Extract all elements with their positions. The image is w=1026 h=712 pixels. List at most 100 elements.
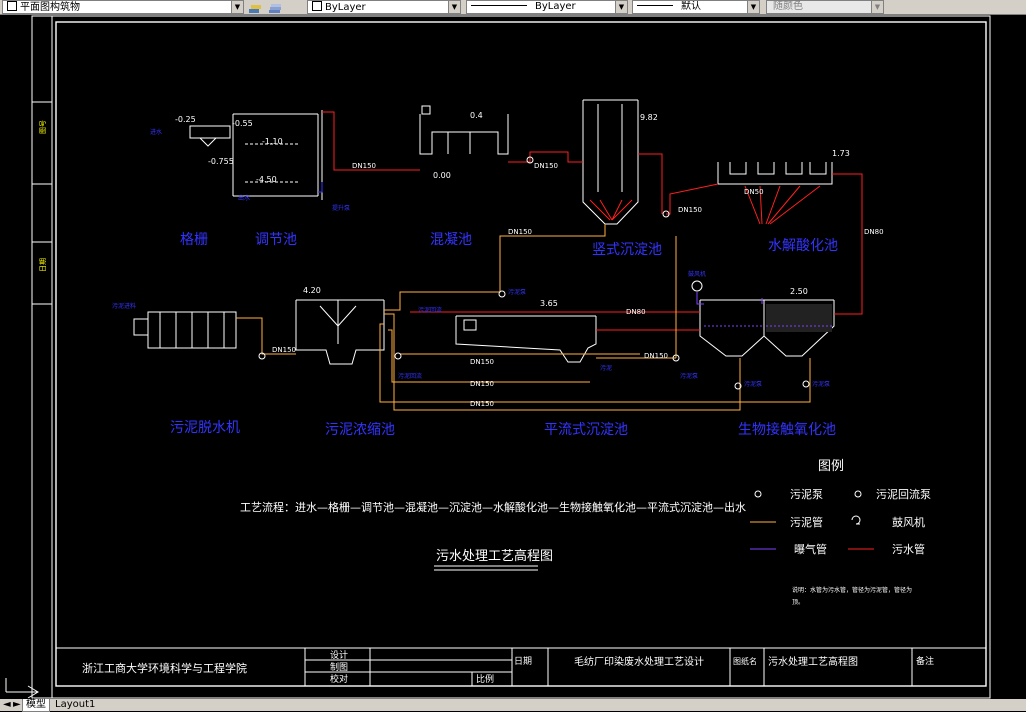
- school-name: 浙江工商大学环境科学与工程学院: [82, 661, 247, 675]
- layer-previous-icon[interactable]: [268, 0, 282, 13]
- blower-icon: [851, 515, 861, 525]
- blower-icon: [691, 280, 703, 292]
- legend-note: 顶。: [792, 599, 804, 606]
- legend-aeration-pipe: 曝气管: [794, 542, 827, 556]
- drawing-title: 污水处理工艺高程图: [436, 548, 553, 564]
- unit-label-coagulation: 混凝池: [430, 232, 472, 248]
- pump-icon: [394, 352, 402, 360]
- level-label: -0.25: [175, 115, 196, 124]
- vertical-settler-unit: 9.82: [582, 99, 658, 225]
- dewatering-unit: 污泥进料: [112, 302, 237, 349]
- dewater-label: 污泥进料: [112, 302, 136, 310]
- unit-label-screen: 格栅: [180, 232, 208, 248]
- level-label: -0.55: [232, 119, 253, 128]
- legend-note: 说明：水管为污水管，管径为污泥管，管径为: [792, 586, 912, 594]
- outlet-label: 出水: [238, 194, 250, 202]
- sludge-label: 污泥: [600, 364, 612, 372]
- level-label: 3.65: [540, 299, 558, 308]
- aeration-pipes: [696, 292, 763, 305]
- color-control[interactable]: ByLayer ▼: [307, 0, 461, 14]
- pump-icon: [662, 210, 670, 218]
- drawing-canvas[interactable]: 图号 日期 -0.25 -0.55 -1.10 -0.755 -4.50 进水 …: [0, 14, 1026, 699]
- hydrolysis-unit: 1.73: [717, 149, 850, 225]
- return-label: 污泥回流: [398, 372, 422, 380]
- color-value: ByLayer: [325, 2, 366, 13]
- screen-equalization-unit: -0.25 -0.55 -1.10 -0.755 -4.50 进水 提升泵: [150, 110, 350, 212]
- thickener-unit: 4.20: [295, 286, 385, 365]
- pipe-label: DN80: [626, 308, 646, 316]
- chevron-down-icon[interactable]: ▼: [448, 1, 460, 13]
- tab-nav-right-icon[interactable]: ►: [13, 699, 21, 710]
- legend-blower: 鼓风机: [892, 515, 925, 529]
- legend-heading: 图例: [818, 459, 844, 474]
- date-label: 日期: [514, 656, 532, 667]
- unit-label-vertical-settler: 竖式沉淀池: [592, 242, 662, 258]
- legend-sewage-pipe: 污水管: [892, 542, 925, 556]
- legend: 图例 污泥泵 污泥回流泵 污泥管 鼓风机 曝气管 污水管 说明：水管为污水管，管…: [750, 459, 931, 606]
- linetype-value: ByLayer: [535, 1, 576, 12]
- pump-label: 提升泵: [332, 204, 350, 212]
- unit-label-horizontal-settler: 平流式沉淀池: [544, 422, 628, 438]
- level-label: 0.00: [433, 171, 451, 180]
- layout-tabs: ◄ ► 模型 Layout1: [0, 699, 1026, 712]
- make-current-layer-icon[interactable]: [248, 0, 262, 13]
- chevron-down-icon[interactable]: ▼: [747, 1, 759, 13]
- side-label-b: 日期: [39, 258, 47, 272]
- drawing-name-label: 图纸名: [733, 656, 757, 666]
- unit-label-equalization: 调节池: [255, 232, 297, 248]
- legend-sludge-pipe: 污泥管: [790, 515, 823, 529]
- pump-label: 污泥泵: [744, 380, 762, 388]
- tab-model[interactable]: 模型: [22, 699, 50, 712]
- project-name: 毛纺厂印染废水处理工艺设计: [574, 655, 704, 668]
- return-label: 污泥回流: [418, 306, 442, 314]
- pump-icon: [498, 290, 506, 298]
- layer-dropdown[interactable]: 平面图构筑物 ▼: [2, 0, 244, 14]
- remarks-label: 备注: [916, 655, 934, 667]
- ucs-icon: [5, 678, 39, 699]
- pump-icon: [526, 156, 534, 164]
- color-swatch-icon: [312, 1, 322, 11]
- properties-toolbar: 平面图构筑物 ▼ ByLayer ▼ ByLayer ▼ 默认 ▼ 随颜色 ▼: [0, 0, 1026, 15]
- return-pump-icon: [854, 490, 862, 498]
- level-label: -4.50: [256, 175, 277, 184]
- pipe-label: DN50: [744, 188, 764, 196]
- check-label: 校对: [330, 673, 348, 685]
- pump-markers: 污泥泵 污泥回流 污泥回流 污泥泵 污泥泵 污泥泵 污泥 出水: [238, 156, 830, 390]
- level-label: -1.10: [262, 137, 283, 146]
- plotstyle-value: 随颜色: [773, 1, 803, 12]
- layer-state-icon: [7, 1, 17, 11]
- lineweight-control[interactable]: 默认 ▼: [632, 0, 760, 14]
- level-label: -0.755: [208, 157, 234, 166]
- pump-icon: [672, 354, 680, 362]
- unit-names: 格栅 调节池 混凝池 竖式沉淀池 水解酸化池 污泥脱水机 污泥浓缩池 平流式沉淀…: [170, 232, 838, 438]
- legend-return-pump: 污泥回流泵: [876, 487, 931, 501]
- unit-label-hydrolysis: 水解酸化池: [768, 238, 838, 254]
- chevron-down-icon[interactable]: ▼: [871, 1, 883, 13]
- level-label: 0.4: [470, 111, 483, 120]
- linetype-control[interactable]: ByLayer ▼: [466, 0, 628, 14]
- lineweight-value: 默认: [681, 1, 701, 12]
- sludge-pipes: [236, 224, 811, 411]
- chevron-down-icon[interactable]: ▼: [231, 1, 243, 13]
- title-block: 浙江工商大学环境科学与工程学院 设计 制图 校对 日期 比例 毛纺厂印染废水处理…: [55, 647, 987, 687]
- side-strip: 图号 日期: [32, 101, 52, 305]
- sewage-pipes: [322, 111, 863, 331]
- sludge-pump-icon: [754, 490, 762, 498]
- contact-oxidation-unit: 2.50 鼓风机: [688, 270, 835, 357]
- level-label: 2.50: [790, 287, 808, 296]
- pipe-label: DN150: [352, 162, 376, 170]
- side-label-a: 图号: [39, 120, 47, 134]
- pipe-label: DN150: [470, 380, 494, 388]
- pump-icon: [734, 382, 742, 390]
- tab-nav-left-icon[interactable]: ◄: [3, 699, 11, 710]
- plotstyle-control[interactable]: 随颜色 ▼: [766, 0, 884, 14]
- level-label: 1.73: [832, 149, 850, 158]
- unit-label-thickener: 污泥浓缩池: [325, 422, 395, 438]
- chevron-down-icon[interactable]: ▼: [615, 1, 627, 13]
- pump-icon: [802, 380, 810, 388]
- legend-sludge-pump: 污泥泵: [790, 488, 823, 501]
- pump-label: 污泥泵: [812, 380, 830, 388]
- tab-layout1[interactable]: Layout1: [55, 699, 96, 710]
- inlet-label: 进水: [150, 128, 162, 136]
- pipe-labels: DN150 DN150 DN150 DN150 DN150 DN50 DN80 …: [272, 162, 884, 408]
